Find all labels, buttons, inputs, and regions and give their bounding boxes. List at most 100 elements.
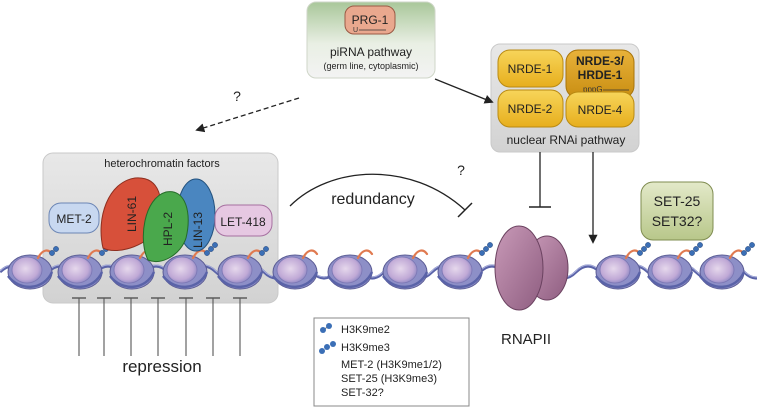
legend-h3k9me2: H3K9me2 [341, 324, 390, 336]
nucleosome-array [7, 242, 755, 290]
nucleosome-dna-wrap [327, 271, 374, 288]
nuclear-rnai-box: NRDE-1 NRDE-2 NRDE-3/ HRDE-1 pppG NRDE-4… [490, 43, 640, 153]
rnapii-label: RNAPII [501, 331, 551, 348]
nucleosome-dna-wrap [109, 271, 156, 288]
histone-tail [411, 249, 429, 260]
nrde2-label: NRDE-2 [508, 102, 553, 116]
methyl-mark [693, 246, 699, 252]
nucleosome [647, 242, 703, 290]
nucleosome-face [386, 256, 418, 284]
nucleosome-dna-wrap [272, 271, 319, 288]
methyl-mark [745, 246, 751, 252]
nucleosome [162, 242, 218, 290]
nucleosome [699, 242, 755, 290]
methyl-mark [689, 250, 695, 256]
let418-label: LET-418 [220, 215, 266, 229]
question-mark-left: ? [233, 88, 241, 104]
nucleosome-dna-wrap [699, 271, 746, 288]
nucleosome-dna-wrap [647, 271, 694, 288]
prg1-protein [344, 5, 396, 35]
nucleosome-dna-wrap [595, 271, 642, 288]
nucleosome [382, 249, 429, 290]
nucleosome-face [61, 256, 93, 284]
set25-set32-box: SET-25 SET32? [640, 181, 714, 241]
nrde3-rna-mark: pppG [583, 85, 603, 94]
nucleosome-face [331, 256, 363, 284]
nrde1-label: NRDE-1 [508, 62, 553, 76]
methyl-mark [697, 242, 703, 248]
nucleosome [595, 242, 651, 290]
prg1-label: PRG-1 [352, 13, 389, 27]
nucleosome-face [703, 256, 735, 284]
h3k9me2-legend-icon [320, 323, 332, 333]
met2-label: MET-2 [56, 212, 92, 226]
nucleosome [7, 246, 59, 290]
methyl-mark [212, 242, 218, 248]
repression-bars [72, 297, 247, 356]
nucleosome [109, 246, 161, 290]
nucleosome [437, 242, 493, 290]
legend-box: H3K9me2 H3K9me3 MET-2 (H3K9me1/2) SET-25… [313, 317, 470, 407]
nrde3-label: NRDE-3/ [576, 54, 625, 68]
methyl-mark [641, 246, 647, 252]
lin13-label: LIN-13 [191, 212, 205, 248]
nucleosome-face [651, 256, 683, 284]
nucleosome-dna-wrap [57, 271, 104, 288]
dashed-arrow-pirna-to-heterochromatin [195, 97, 300, 133]
nucleosome-dna-wrap [162, 271, 209, 288]
nucleosome-face [276, 256, 308, 284]
met2-protein [48, 202, 100, 234]
histone-tail [301, 249, 319, 260]
redundancy-inhibition-bar [457, 202, 473, 218]
legend-set25: SET-25 (H3K9me3) [341, 373, 437, 385]
methyl-mark [259, 250, 265, 256]
nucleosome-face [11, 256, 43, 284]
methyl-mark [99, 250, 105, 256]
let418-protein [214, 204, 273, 237]
hpl2-label: HPL-2 [161, 212, 175, 246]
nucleosome [327, 249, 374, 290]
nucleosome [272, 249, 319, 290]
legend-h3k9me3: H3K9me3 [341, 342, 390, 354]
nucleosome-dna-wrap [7, 271, 54, 288]
nucleosome [57, 246, 109, 290]
legend-set32: SET-32? [341, 387, 384, 399]
heterochromatin-title: heterochromatin factors [104, 158, 220, 170]
redundancy-label: redundancy [331, 191, 415, 208]
methyl-mark [263, 246, 269, 252]
redundancy-inhibition-arc [289, 173, 466, 211]
repression-label: repression [122, 357, 201, 376]
nucleosome-dna-wrap [382, 271, 429, 288]
nrde4-label: NRDE-4 [578, 103, 623, 117]
nucleosome-face [166, 256, 198, 284]
nucleosome-dna-wrap [217, 271, 264, 288]
nucleosome-face [599, 256, 631, 284]
methyl-mark [487, 242, 493, 248]
nucleosome [217, 246, 269, 290]
methyl-mark [637, 250, 643, 256]
hrde1-label: HRDE-1 [578, 68, 623, 82]
nucleosome-face [441, 256, 473, 284]
methyl-mark [749, 242, 755, 248]
h3k9me3-legend-icon [319, 341, 336, 354]
histone-tail [356, 249, 374, 260]
nuclear-rnai-title: nuclear RNAi pathway [507, 133, 626, 147]
set32-label: SET32? [652, 213, 703, 229]
nucleosome-face [113, 256, 145, 284]
pirna-title: piRNA pathway [330, 45, 412, 59]
legend-met2: MET-2 (H3K9me1/2) [341, 359, 442, 371]
methyl-mark [49, 250, 55, 256]
prg1-rna-mark: U [353, 27, 358, 34]
arrow-pirna-to-nuclear [434, 78, 494, 104]
methyl-mark [204, 250, 210, 256]
pirna-subtitle: (germ line, cytoplasmic) [323, 61, 418, 71]
methyl-mark [645, 242, 651, 248]
question-mark-mid: ? [457, 162, 465, 178]
nrde1-protein [497, 49, 564, 88]
methyl-mark [483, 246, 489, 252]
nucleosome-face [221, 256, 253, 284]
set25-label: SET-25 [654, 193, 701, 209]
methyl-mark [479, 250, 485, 256]
rnapii-complex: RNAPII [494, 225, 569, 348]
